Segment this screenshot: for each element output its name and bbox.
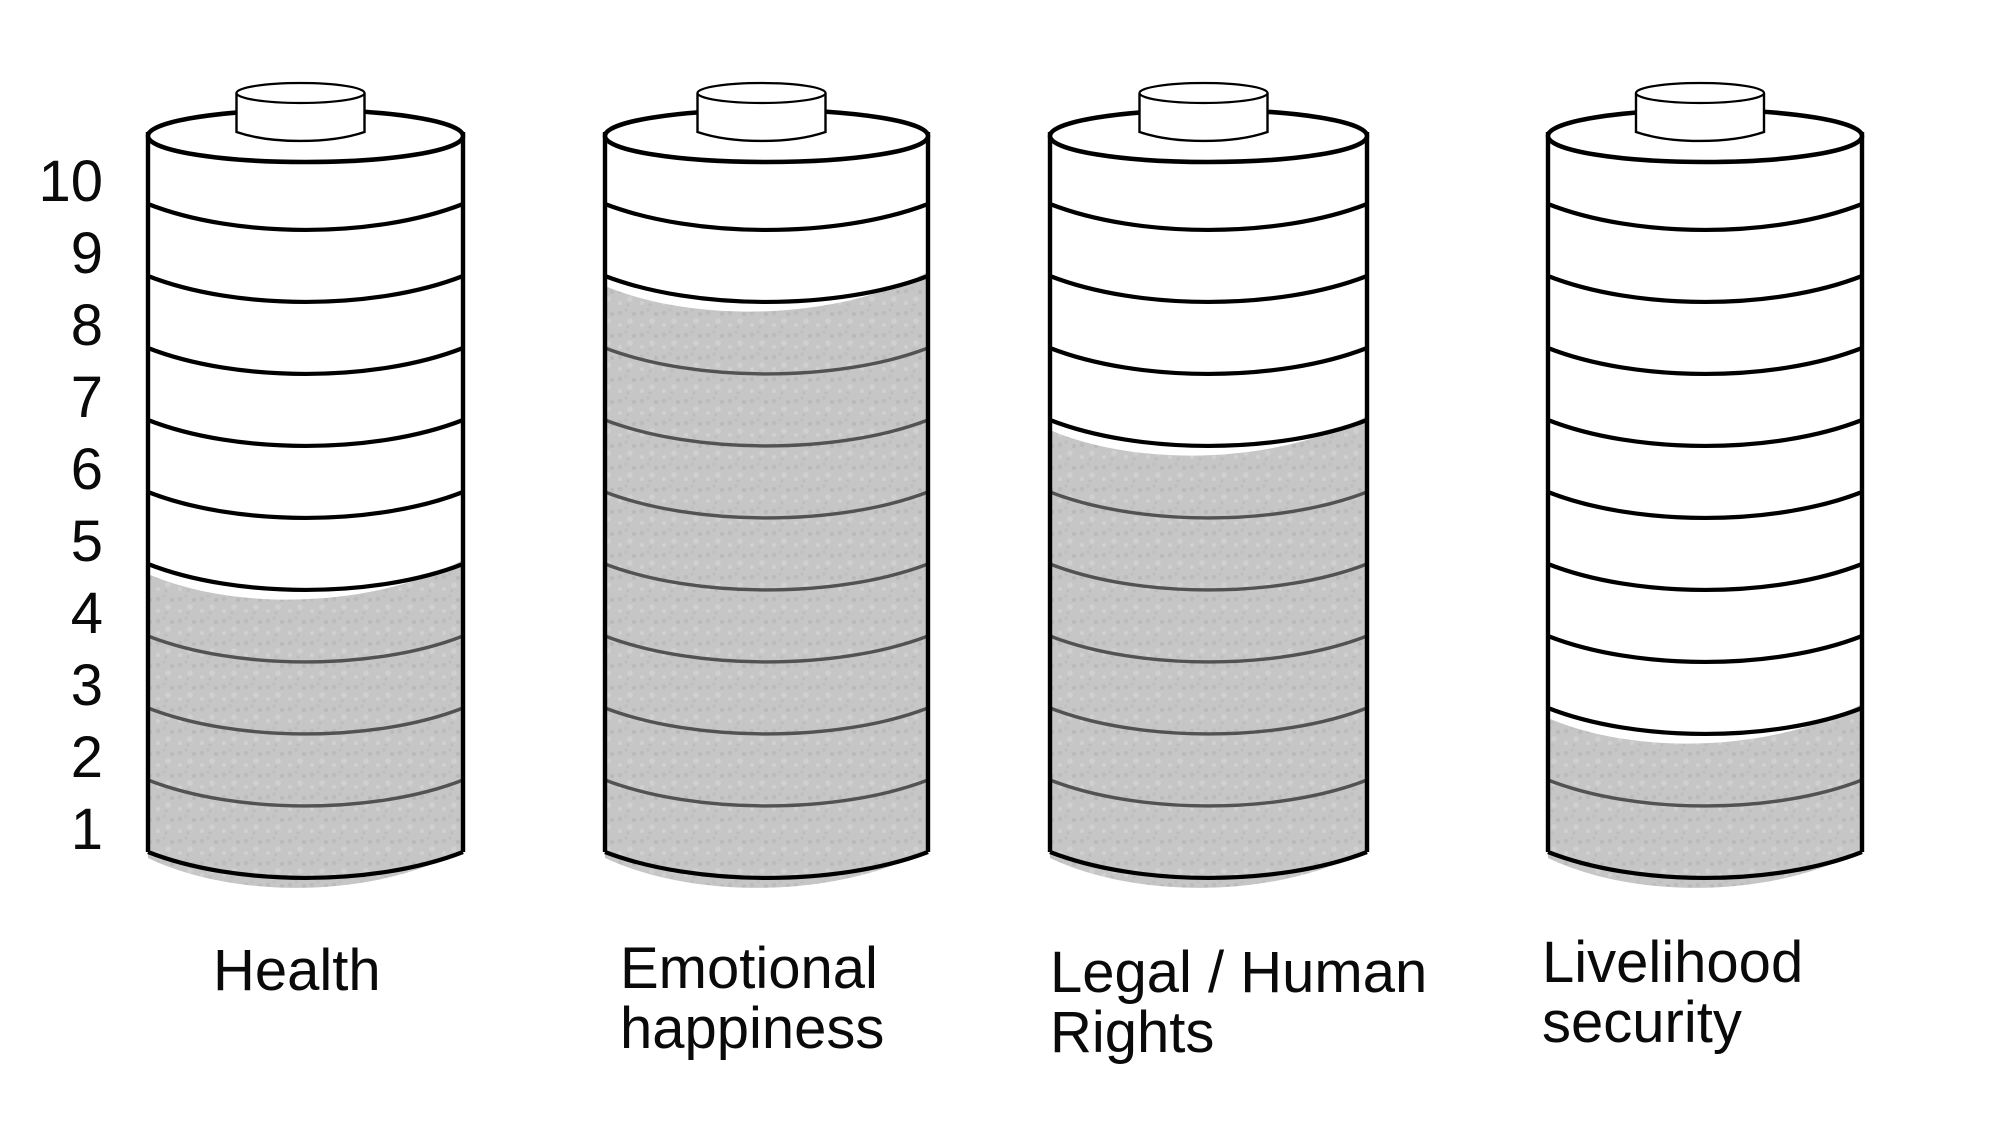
- segment-divider-line: [147, 706, 464, 736]
- segment-divider-line: [604, 418, 929, 448]
- y-tick-label: 10: [38, 149, 103, 214]
- segment-divider-line: [604, 778, 929, 808]
- segment-divider-line: [1049, 202, 1368, 232]
- segment-divider-line: [604, 490, 929, 520]
- segment-divider-line: [1049, 418, 1368, 448]
- segment-divider-line: [1547, 418, 1863, 448]
- segment-divider-line: [1049, 346, 1368, 376]
- segment-divider-line: [604, 202, 929, 232]
- segment-divider-line: [1547, 778, 1863, 808]
- segment-divider-line: [1547, 202, 1863, 232]
- battery-cap-body: [235, 93, 366, 143]
- battery-4: [1545, 81, 1865, 888]
- category-label-line: Emotional: [620, 936, 878, 1001]
- segment-divider-line: [1049, 274, 1368, 304]
- battery-fill-level: [1050, 416, 1367, 888]
- battery-bottom-edge: [1547, 850, 1863, 880]
- segment-divider-line: [1547, 490, 1863, 520]
- segment-divider-line: [1547, 706, 1863, 736]
- y-tick-label: 3: [71, 653, 103, 718]
- y-tick-label: 8: [71, 293, 103, 358]
- y-tick-label: 4: [71, 581, 103, 646]
- segment-divider-line: [1547, 562, 1863, 592]
- segment-divider-line: [604, 706, 929, 736]
- segment-divider-line: [147, 778, 464, 808]
- battery-cap-top: [1634, 81, 1766, 105]
- segment-divider-line: [604, 274, 929, 304]
- battery-fill-level: [605, 272, 928, 888]
- segment-divider-line: [147, 634, 464, 664]
- battery-cap-top: [1138, 81, 1269, 105]
- category-label-line: Rights: [1050, 1000, 1214, 1065]
- battery-bottom-edge: [604, 850, 929, 880]
- segment-divider-line: [1049, 562, 1368, 592]
- segment-divider-line: [1547, 346, 1863, 376]
- batteries: [145, 81, 1865, 888]
- y-tick-label: 9: [71, 221, 103, 286]
- y-tick-label: 6: [71, 437, 103, 502]
- battery-cap-body: [696, 93, 827, 143]
- segment-divider-line: [147, 418, 464, 448]
- segment-divider-line: [1547, 274, 1863, 304]
- segment-divider-line: [147, 202, 464, 232]
- segment-divider-line: [147, 346, 464, 376]
- battery-bottom-edge: [147, 850, 464, 880]
- segment-divider-line: [1049, 634, 1368, 664]
- battery-cap-body: [1138, 93, 1269, 143]
- battery-cap-top: [696, 81, 827, 105]
- segment-divider-line: [1049, 490, 1368, 520]
- segment-divider-line: [604, 634, 929, 664]
- segment-divider-line: [147, 490, 464, 520]
- battery-fill-level: [148, 560, 463, 888]
- battery-1: [145, 81, 466, 888]
- segment-divider-line: [147, 562, 464, 592]
- category-label-line: happiness: [620, 996, 884, 1061]
- battery-2: [602, 81, 931, 888]
- segment-divider-line: [604, 562, 929, 592]
- battery-3: [1047, 81, 1370, 888]
- battery-bottom-edge: [1049, 850, 1368, 880]
- segment-divider-line: [147, 274, 464, 304]
- category-label-line: security: [1542, 990, 1742, 1055]
- battery-fill-level: [1548, 704, 1862, 888]
- segment-divider-line: [604, 346, 929, 376]
- y-axis-tick-labels: 10 9 8 7 6 5 4 3 2 1: [38, 149, 103, 862]
- category-label-line: Legal / Human: [1050, 940, 1427, 1005]
- y-tick-label: 5: [71, 509, 103, 574]
- segment-divider-line: [1547, 634, 1863, 664]
- battery-cap-body: [1634, 93, 1766, 143]
- y-tick-label: 2: [71, 725, 103, 790]
- segment-divider-line: [1049, 706, 1368, 736]
- segment-divider-line: [1049, 778, 1368, 808]
- battery-cap-top: [235, 81, 366, 105]
- category-label-line: Livelihood: [1542, 930, 1803, 995]
- category-label-line: Health: [213, 938, 381, 1003]
- y-tick-label: 1: [71, 797, 103, 862]
- category-label: Health: [213, 938, 381, 1003]
- y-tick-label: 7: [71, 365, 103, 430]
